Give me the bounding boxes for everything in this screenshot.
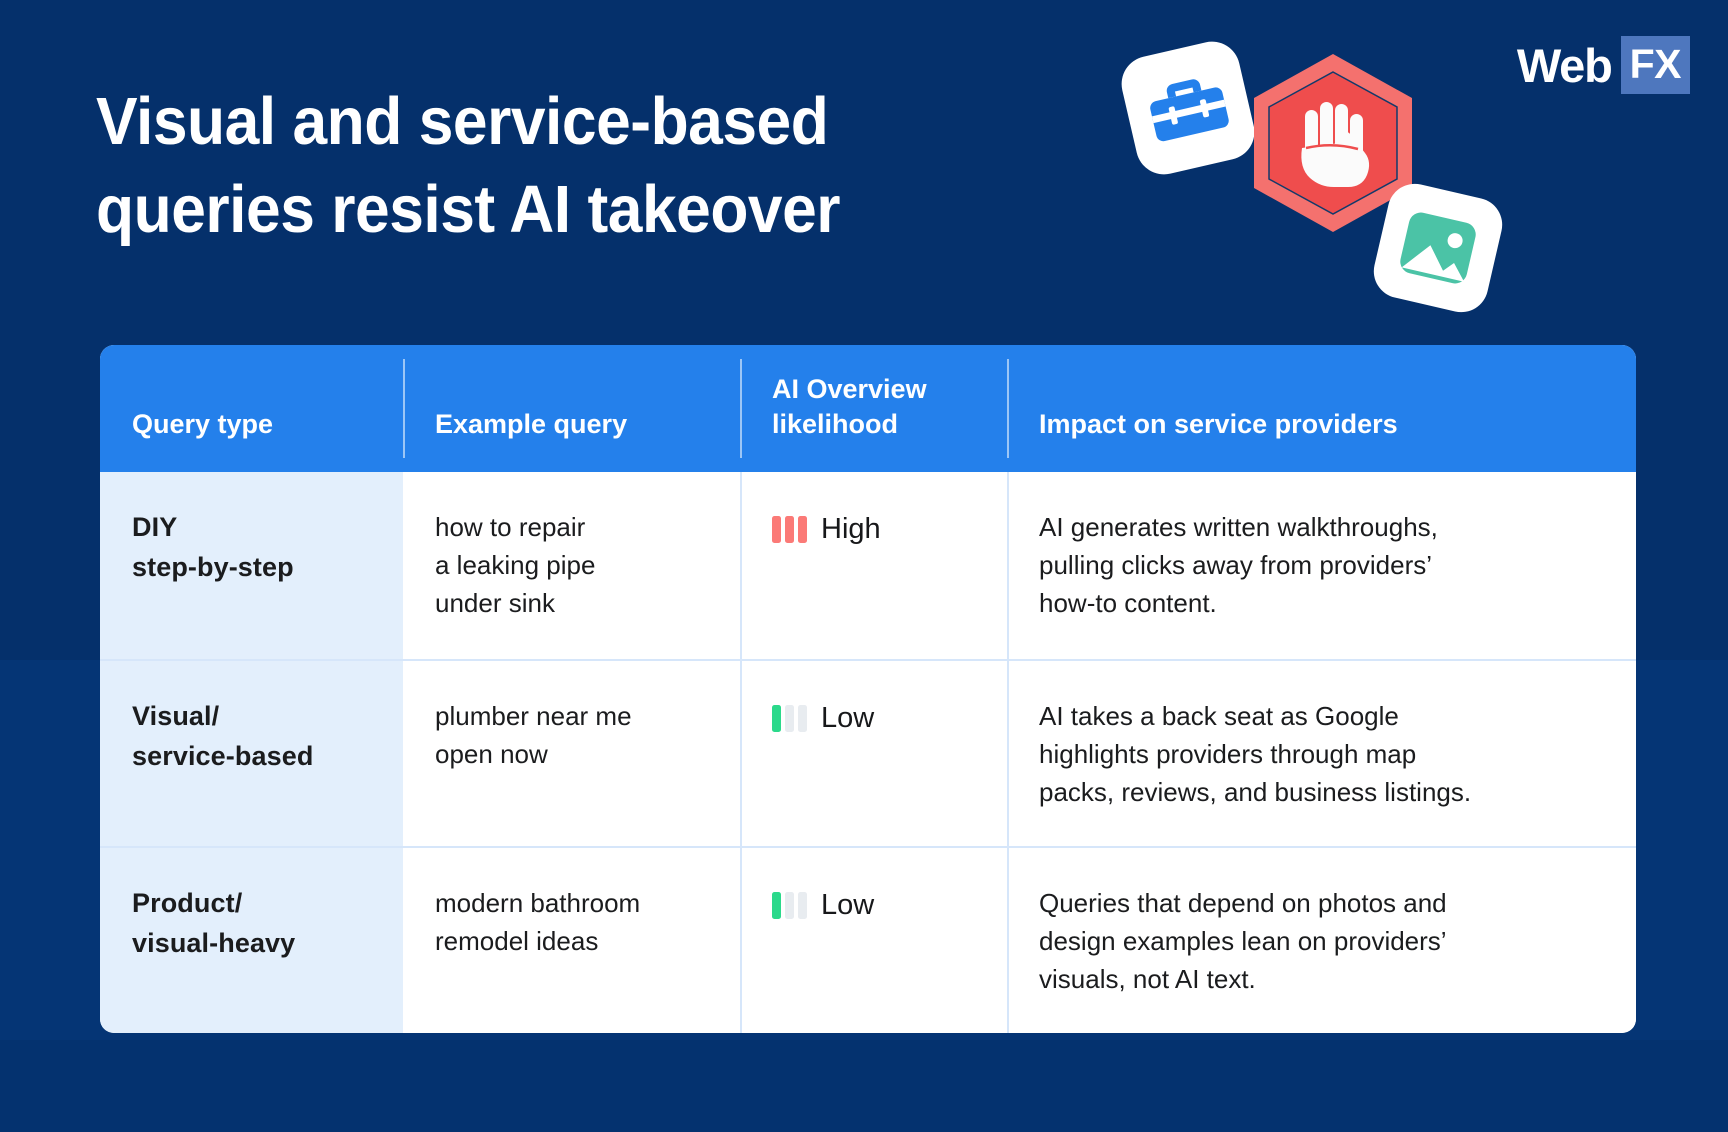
column-header-ai-likelihood-line2: likelihood (772, 408, 899, 439)
cell-query-type: DIY step-by-step (100, 472, 403, 659)
likelihood-bar-3 (798, 515, 807, 543)
cell-ai-likelihood: Low (740, 848, 1007, 1033)
table-row: DIY step-by-step how to repair a leaking… (100, 472, 1636, 659)
likelihood-label: Low (821, 889, 875, 921)
cell-example-query: plumber near me open now (403, 661, 740, 846)
likelihood-bars-low (772, 704, 807, 732)
table-header-row: Query type Example query AI Overview lik… (100, 345, 1636, 472)
likelihood-bar-3 (798, 891, 807, 919)
likelihood-bar-3 (798, 704, 807, 732)
webfx-logo[interactable]: Web FX (1516, 36, 1690, 94)
cell-example-query: how to repair a leaking pipe under sink (403, 472, 740, 659)
cell-query-type: Visual/ service-based (100, 661, 403, 846)
image-photo-icon (1368, 178, 1508, 318)
logo-fx-badge: FX (1620, 36, 1690, 94)
likelihood-bar-2 (785, 515, 794, 543)
likelihood-bar-1 (772, 891, 781, 919)
background-band-lower (0, 1040, 1728, 1132)
page-title-line-2: queries resist AI takeover (96, 172, 841, 248)
likelihood-bar-2 (785, 704, 794, 732)
cell-example-query: modern bathroom remodel ideas (403, 848, 740, 1033)
column-header-query-type: Query type (132, 408, 274, 439)
table-row: Product/ visual-heavy modern bathroom re… (100, 846, 1636, 1033)
column-header-ai-likelihood-line1: AI Overview (772, 374, 927, 405)
likelihood-bar-1 (772, 704, 781, 732)
logo-web-text: Web (1516, 38, 1613, 92)
table-row: Visual/ service-based plumber near me op… (100, 659, 1636, 846)
cell-impact: Queries that depend on photos and design… (1007, 848, 1636, 1033)
cell-impact: AI takes a back seat as Google highlight… (1007, 661, 1636, 846)
cell-query-type: Product/ visual-heavy (100, 848, 403, 1033)
likelihood-label: Low (821, 702, 875, 734)
toolbox-icon (1116, 36, 1260, 180)
column-header-example-query: Example query (403, 345, 740, 472)
likelihood-bar-2 (785, 891, 794, 919)
page-title-line-1: Visual and service-based (96, 84, 829, 159)
likelihood-bars-low (772, 891, 807, 919)
cell-ai-likelihood: High (740, 472, 1007, 659)
column-header-ai-likelihood: AI Overview likelihood (740, 345, 1007, 472)
cell-impact: AI generates written walkthroughs, pulli… (1007, 472, 1636, 659)
likelihood-label: High (821, 513, 881, 545)
comparison-table: Query type Example query AI Overview lik… (100, 345, 1636, 1033)
column-header-impact: Impact on service providers (1007, 345, 1636, 472)
cell-ai-likelihood: Low (740, 661, 1007, 846)
page-title: Visual and service-based queries resist … (96, 78, 1035, 255)
likelihood-bar-1 (772, 515, 781, 543)
stop-hand-icon (1240, 48, 1426, 238)
likelihood-bars-high (772, 515, 807, 543)
